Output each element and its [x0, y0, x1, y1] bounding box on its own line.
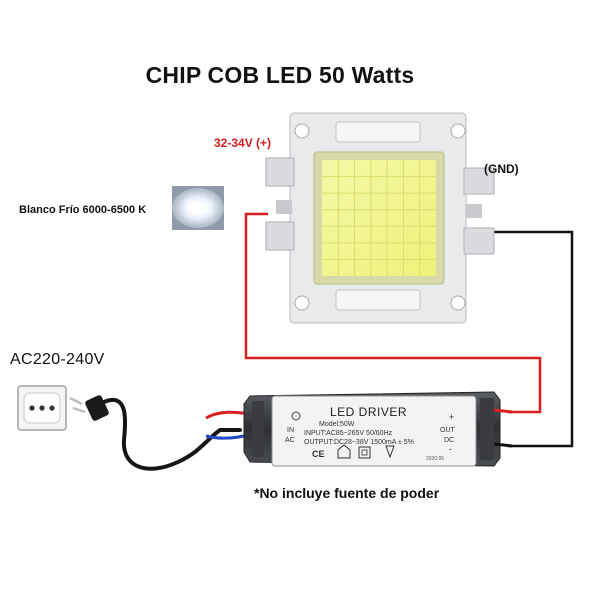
driver-model: Model:50W	[319, 421, 355, 428]
mains-voltage-label: AC220-240V	[10, 351, 105, 368]
driver-out-label: OUT	[440, 427, 456, 434]
color-temperature-label: Blanco Frío 6000-6500 K	[19, 204, 147, 216]
driver-dc-label: DC	[444, 437, 454, 444]
led-emitter-area	[322, 160, 436, 276]
driver-ac-label: AC	[285, 437, 295, 444]
driver-out-plus: +	[449, 412, 454, 422]
positive-wire	[244, 212, 542, 414]
power-cord	[102, 398, 242, 471]
ground-label: (GND)	[484, 162, 519, 176]
house-icon	[337, 444, 351, 459]
positive-voltage-label: 32-34V (+)	[214, 136, 272, 150]
driver-name: LED DRIVER	[330, 405, 407, 419]
wall-socket-icon	[17, 385, 67, 431]
driver-out-minus: -	[449, 444, 452, 454]
double-insulation-icon	[358, 446, 371, 459]
cold-white-light-icon	[172, 186, 224, 230]
ce-mark: CE	[312, 449, 325, 459]
page-title: CHIP COB LED 50 Watts	[145, 62, 415, 88]
power-plug-icon	[69, 395, 109, 421]
driver-date: 2020.05	[426, 456, 444, 462]
led-driver: LED DRIVER Model:50W INPUT:AC85~265V 50/…	[243, 391, 513, 467]
driver-output-spec: OUTPUT:DC28~38V 1500mA ± 5%	[304, 439, 414, 446]
ground-wire	[492, 230, 574, 448]
driver-input-spec: INPUT:AC85~265V 50/60Hz	[304, 430, 393, 437]
driver-warning-icon	[291, 411, 301, 421]
power-supply-note: *No incluye fuente de poder	[254, 485, 440, 501]
driver-in-label: IN	[287, 427, 294, 434]
cob-led-chip	[265, 112, 495, 324]
triangle-warning-icon	[385, 445, 395, 459]
